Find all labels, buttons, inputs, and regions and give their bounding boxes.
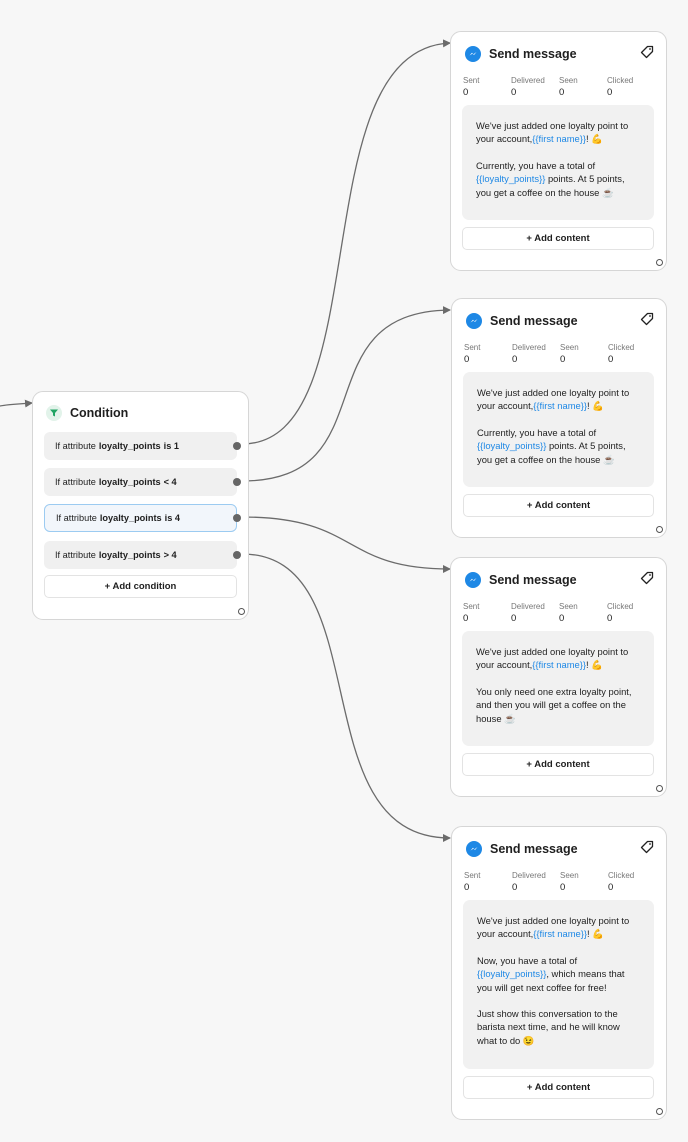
condition-output-port[interactable] [233, 478, 241, 486]
condition-output-port[interactable] [233, 514, 241, 522]
message-title: Send message [490, 314, 578, 328]
add-condition-button[interactable]: + Add condition [44, 575, 237, 598]
connection-to-message-1 [241, 39, 451, 445]
condition-rule: is 1 [163, 441, 179, 451]
node-output-handle[interactable] [656, 1108, 663, 1115]
condition-attribute: loyalty_points [98, 550, 161, 560]
variable-first-name: {{first name}} [532, 659, 586, 671]
message-bubble[interactable]: We've just added one loyalty point to yo… [463, 372, 654, 487]
variable-first-name: {{first name}} [533, 928, 587, 940]
node-output-handle[interactable] [238, 608, 245, 615]
message-title: Send message [489, 573, 577, 587]
incoming-connection [0, 399, 33, 408]
messenger-icon [466, 841, 482, 857]
message-bubble[interactable]: We've just added one loyalty point to yo… [462, 105, 654, 220]
filter-icon [46, 405, 62, 421]
condition-row-1[interactable]: If attribute loyalty_points is 1 [44, 432, 241, 460]
message-header: Send message [465, 45, 654, 63]
messenger-icon [465, 46, 481, 62]
condition-prefix: If attribute [55, 441, 96, 451]
variable-loyalty-points: {{loyalty_points}} [477, 968, 547, 980]
condition-attribute: loyalty_points [98, 441, 161, 451]
node-output-handle[interactable] [656, 785, 663, 792]
tag-icon[interactable] [640, 571, 654, 590]
tag-icon[interactable] [640, 45, 654, 64]
variable-loyalty-points: {{loyalty_points}} [476, 173, 546, 185]
variable-loyalty-points: {{loyalty_points}} [477, 440, 547, 452]
message-header: Send message [466, 312, 654, 330]
connection-to-message-2 [241, 306, 451, 482]
condition-attribute: loyalty_points [98, 477, 161, 487]
condition-prefix: If attribute [55, 477, 96, 487]
condition-rule: > 4 [163, 550, 177, 560]
tag-icon[interactable] [640, 312, 654, 331]
connection-to-message-3 [241, 516, 451, 573]
messenger-icon [466, 313, 482, 329]
message-bubble[interactable]: We've just added one loyalty point to yo… [462, 631, 654, 746]
message-bubble[interactable]: We've just added one loyalty point to yo… [463, 900, 654, 1069]
add-content-button[interactable]: + Add content [463, 494, 654, 517]
condition-header: Condition [46, 404, 236, 422]
condition-row-2[interactable]: If attribute loyalty_points < 4 [44, 468, 241, 496]
condition-node[interactable]: Condition If attribute loyalty_points is… [32, 391, 249, 620]
message-header: Send message [465, 571, 654, 589]
condition-output-port[interactable] [233, 551, 241, 559]
message-title: Send message [490, 842, 578, 856]
node-output-handle[interactable] [656, 259, 663, 266]
add-content-button[interactable]: + Add content [462, 753, 654, 776]
node-output-handle[interactable] [656, 526, 663, 533]
condition-prefix: If attribute [56, 513, 97, 523]
condition-rule: < 4 [163, 477, 177, 487]
add-content-button[interactable]: + Add content [463, 1076, 654, 1099]
messenger-icon [465, 572, 481, 588]
connection-to-message-4 [241, 553, 451, 842]
message-title: Send message [489, 47, 577, 61]
variable-first-name: {{first name}} [533, 400, 587, 412]
add-content-button[interactable]: + Add content [462, 227, 654, 250]
variable-first-name: {{first name}} [532, 133, 586, 145]
condition-prefix: If attribute [55, 550, 96, 560]
condition-output-port[interactable] [233, 442, 241, 450]
condition-row-3[interactable]: If attribute loyalty_points is 4 [44, 504, 241, 532]
tag-icon[interactable] [640, 840, 654, 859]
condition-attribute: loyalty_points [99, 513, 162, 523]
condition-rule: is 4 [164, 513, 180, 523]
message-header: Send message [466, 840, 654, 858]
condition-row-4[interactable]: If attribute loyalty_points > 4 [44, 541, 241, 569]
condition-title: Condition [70, 406, 129, 420]
